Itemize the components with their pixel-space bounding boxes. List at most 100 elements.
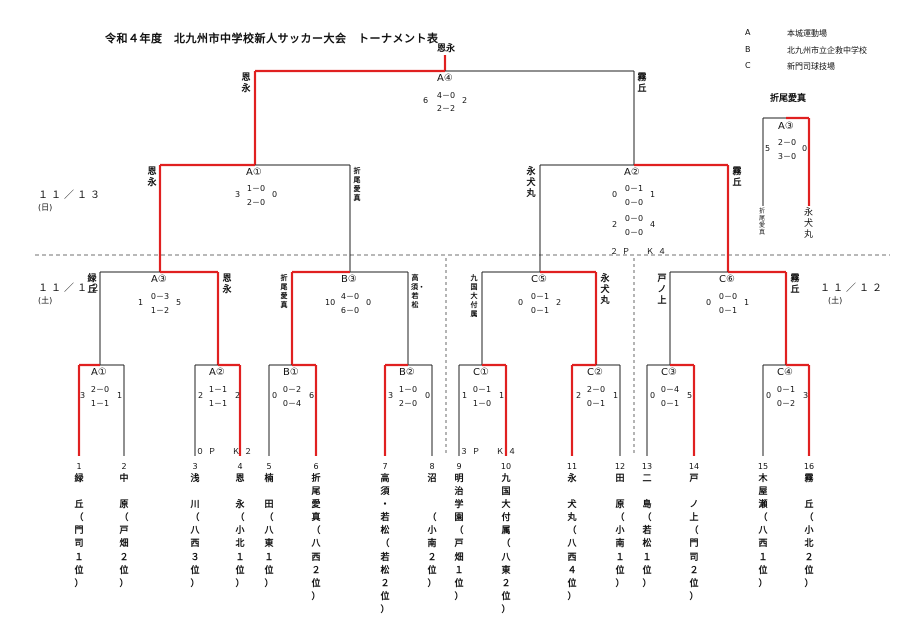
team-name: 田 原 （ 小 南 １ 位 ）	[615, 474, 625, 589]
team-number: 12	[614, 462, 626, 471]
r1-total-left: 3	[388, 391, 394, 400]
r1-score-2: 0－2	[776, 399, 796, 408]
team-name: 沼 （ 小 南 ２ 位 ）	[427, 474, 437, 589]
semi2-score-1: 0－1	[624, 184, 644, 193]
r1-total-left: 1	[462, 391, 468, 400]
r1-score-1: 0－2	[282, 385, 302, 394]
team-name: 浅 川 （ 八 西 ３ 位 ）	[190, 474, 200, 589]
r1-score-2: 1－1	[208, 399, 228, 408]
q1-score-1: 0－3	[150, 292, 170, 301]
r1-venue: A②	[209, 367, 225, 378]
semi1-right-name: 折尾愛真	[353, 167, 361, 202]
champion-label: 恩永	[436, 44, 455, 54]
q3-left-name: 九国大付属	[470, 274, 478, 318]
semi2-total-left-2: 2	[612, 220, 618, 229]
r1-total-right: 2	[235, 391, 241, 400]
r1-total-right: 1	[117, 391, 123, 400]
q1-total-left: 1	[138, 298, 144, 307]
q3-right-name: 永犬丸	[600, 274, 610, 306]
q4-left-name: 戸ノ上	[657, 274, 667, 306]
r1-venue: B①	[283, 367, 299, 378]
legend-row: B 北九州市立企救中学校	[745, 45, 895, 57]
semi2-pk: ２Ｐ Ｋ４	[610, 247, 670, 256]
team-number: 3	[192, 462, 198, 471]
q4-right-name: 霧丘	[790, 274, 800, 295]
semi1-score-2: 2－0	[246, 198, 266, 207]
date-round12-right: １１／１２	[820, 283, 885, 294]
semi2-score-4: 0－0	[624, 228, 644, 237]
legend-key: C	[745, 61, 751, 70]
team-name: 木 屋 瀬 （ 八 西 １ 位 ）	[758, 474, 768, 589]
r1-venue: C③	[661, 367, 677, 378]
q4-venue: C⑥	[719, 274, 735, 285]
r1-score-1: 0－4	[660, 385, 680, 394]
legend-key: A	[745, 28, 751, 37]
team-number: 6	[313, 462, 319, 471]
r1-score-2: 0－1	[586, 399, 606, 408]
q3-venue: C⑤	[531, 274, 547, 285]
r1-venue: A①	[91, 367, 107, 378]
semi2-total-left: 0	[612, 190, 618, 199]
semi2-total-right-2: 4	[650, 220, 656, 229]
r1-pk: ０Ｐ Ｋ２	[196, 447, 256, 456]
r1-total-right: 3	[803, 391, 809, 400]
r1-score-1: 0－1	[472, 385, 492, 394]
final-score-1: 4－0	[436, 91, 456, 100]
q3-total-right: 2	[556, 298, 562, 307]
final-right-name: 霧丘	[636, 73, 648, 95]
page-title: 令和４年度 北九州市中学校新人サッカー大会 トーナメント表	[105, 32, 439, 45]
team-name: 恩 永 （ 小 北 １ 位 ）	[235, 474, 245, 589]
q1-total-right: 5	[176, 298, 182, 307]
team-name: 高 須 ・ 若 松 （ 若 松 ２ 位 ）	[380, 474, 390, 615]
q3-total-left: 0	[518, 298, 524, 307]
final-total-right: 2	[462, 96, 468, 105]
final-left-name: 恩永	[240, 73, 252, 95]
date-round12-left: １１／１２	[38, 283, 103, 294]
legend-row: A 本城運動場	[745, 28, 895, 40]
r1-score-2: 0－4	[282, 399, 302, 408]
team-number: 14	[688, 462, 700, 471]
semi2-total-right: 1	[650, 190, 656, 199]
team-number: 8	[429, 462, 435, 471]
team-name: 緑 丘 （ 門 司 １ 位 ）	[74, 474, 84, 589]
team-number: 5	[266, 462, 272, 471]
team-number: 13	[641, 462, 653, 471]
r1-score-1: 0－1	[776, 385, 796, 394]
team-number: 11	[566, 462, 578, 471]
semi1-venue: A①	[246, 167, 262, 178]
q4-total-left: 0	[706, 298, 712, 307]
q4-score-2: 0－1	[718, 306, 738, 315]
q2-score-1: 4－0	[340, 292, 360, 301]
q2-left-name: 折尾愛真	[280, 274, 288, 309]
team-name: 戸 ノ 上 （ 門 司 ２ 位 ）	[689, 474, 699, 602]
r1-total-right: 6	[309, 391, 315, 400]
semi2-score-3: 0－0	[624, 214, 644, 223]
team-name: 二 島 （ 若 松 １ 位 ）	[642, 474, 652, 589]
team-number: 2	[121, 462, 127, 471]
q1-left-name: 緑丘	[87, 274, 97, 295]
third-total-right: 0	[802, 144, 808, 153]
q3-score-1: 0－1	[530, 292, 550, 301]
r1-score-1: 2－0	[90, 385, 110, 394]
final-right-name-text: 霧丘	[637, 73, 647, 94]
legend-row: C 新門司球技場	[745, 61, 895, 73]
q2-venue: B③	[341, 274, 357, 285]
q1-score-2: 1－2	[150, 306, 170, 315]
r1-total-right: 5	[687, 391, 693, 400]
semi2-venue: A②	[624, 167, 640, 178]
final-left-name-text: 恩永	[241, 73, 251, 94]
team-number: 1	[76, 462, 82, 471]
q3-score-2: 0－1	[530, 306, 550, 315]
semi1-left-name: 恩永	[147, 167, 157, 188]
r1-score-1: 1－1	[208, 385, 228, 394]
legend-value: 本城運動場	[787, 29, 827, 38]
semi1-score-1: 1－0	[246, 184, 266, 193]
team-number: 4	[237, 462, 243, 471]
team-name: 霧 丘 （ 小 北 ２ 位 ）	[804, 474, 814, 589]
legend-key: B	[745, 45, 751, 54]
team-name: 九 国 大 付 属 （ 八 東 ２ 位 ）	[501, 474, 511, 615]
semi1-total-right: 0	[272, 190, 278, 199]
r1-total-left: 0	[766, 391, 772, 400]
r1-score-2: 0－1	[660, 399, 680, 408]
r1-venue: B②	[399, 367, 415, 378]
